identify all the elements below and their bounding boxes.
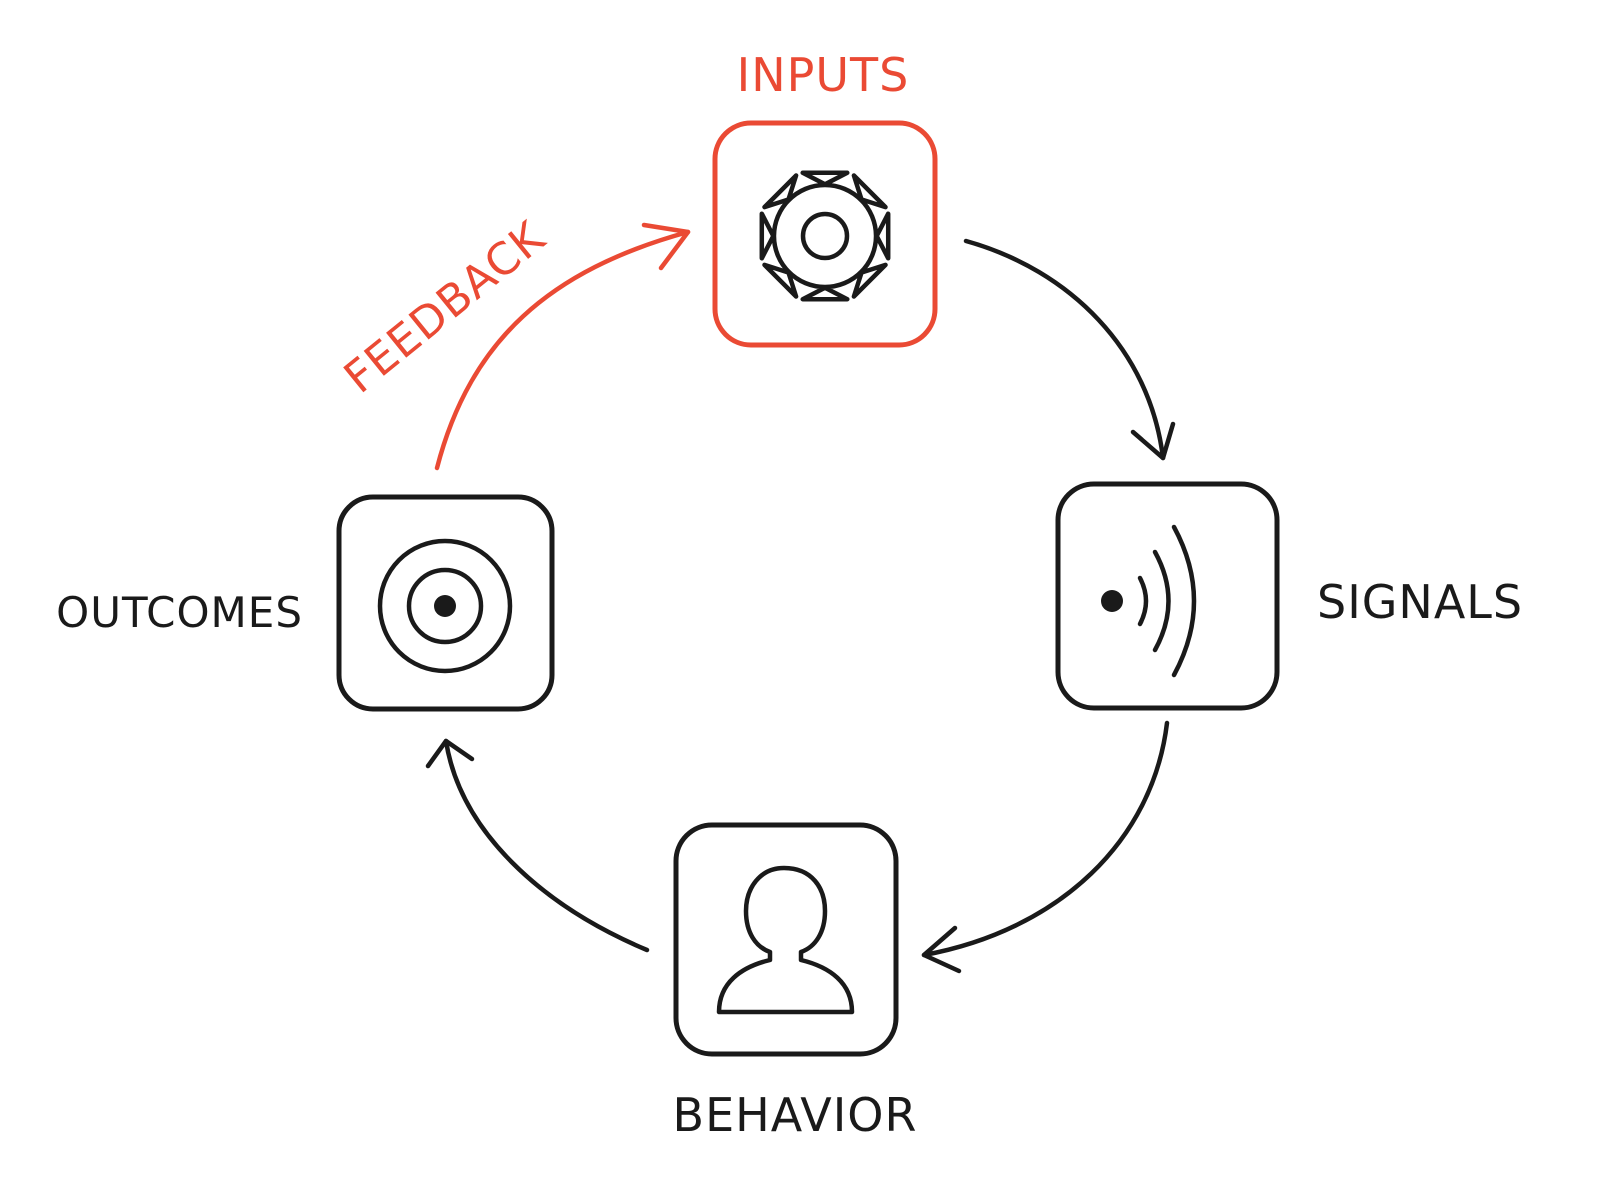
behavior-box xyxy=(673,822,899,1057)
outcomes-label: OUTCOMES xyxy=(56,588,303,637)
node-outcomes: OUTCOMES xyxy=(56,494,555,712)
target-icon xyxy=(377,538,513,674)
gear-icon xyxy=(759,170,891,302)
feedback-label: FEEDBACK xyxy=(335,212,555,404)
node-inputs: INPUTS xyxy=(712,48,938,348)
arrow-signals-to-behavior xyxy=(921,720,1170,974)
broadcast-icon xyxy=(1101,524,1197,678)
node-behavior: BEHAVIOR xyxy=(673,822,918,1142)
arrow-feedback xyxy=(434,222,691,471)
person-icon xyxy=(716,865,855,1015)
inputs-box xyxy=(712,120,938,348)
arrow-inputs-to-signals xyxy=(963,238,1176,461)
signals-label: SIGNALS xyxy=(1317,575,1523,629)
arrow-behavior-to-outcomes xyxy=(425,738,650,953)
node-signals: SIGNALS xyxy=(1055,481,1523,711)
inputs-label: INPUTS xyxy=(737,48,910,102)
behavior-label: BEHAVIOR xyxy=(673,1088,918,1142)
